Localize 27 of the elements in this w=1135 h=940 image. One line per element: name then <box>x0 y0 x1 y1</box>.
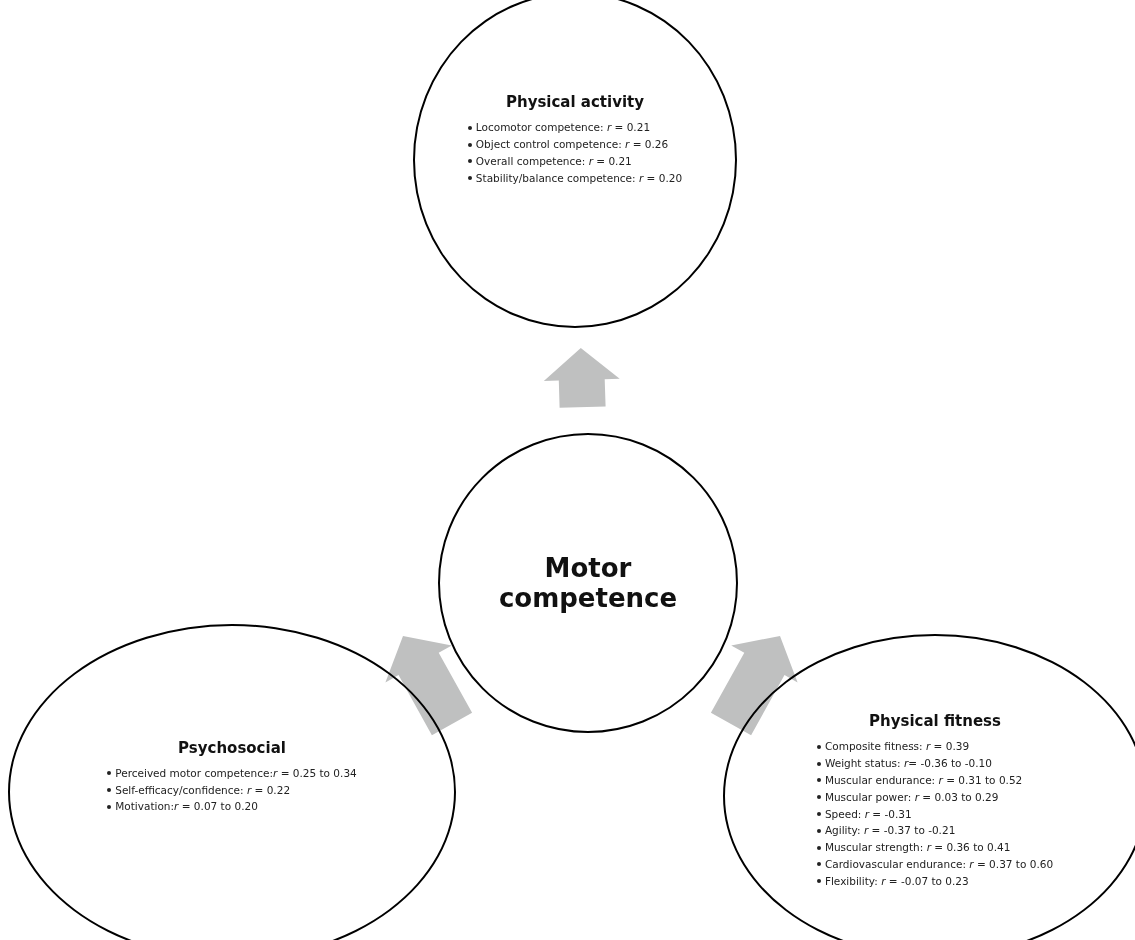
correlation-item: Flexibility: r = -0.07 to 0.23 <box>824 873 969 889</box>
node-heading: Psychosocial <box>178 738 286 757</box>
correlation-item: Stability/balance competence: r = 0.20 <box>475 170 683 186</box>
block-arrow <box>710 636 798 736</box>
correlation-item: Speed: r = -0.31 <box>824 806 912 822</box>
block-arrow <box>385 636 473 736</box>
center-circle <box>438 433 738 733</box>
correlation-item: Object control competence: r = 0.26 <box>475 137 669 153</box>
node-heading: Physical fitness <box>869 712 1001 731</box>
node-heading: Motor competence <box>498 553 678 613</box>
correlation-item: Cardiovascular endurance: r = 0.37 to 0.60 <box>824 857 1054 872</box>
block-arrow <box>543 347 620 408</box>
correlation-item: Locomotor competence: r = 0.21 <box>475 120 651 136</box>
correlation-item: Agility: r = -0.37 to -0.21 <box>824 823 956 839</box>
correlation-item: Overall competence: r = 0.21 <box>475 154 632 169</box>
correlation-item: Muscular endurance: r = 0.31 to 0.52 <box>824 773 1023 788</box>
correlation-item: Muscular power: r = 0.03 to 0.29 <box>824 789 999 805</box>
correlation-item: Composite fitness: r = 0.39 <box>824 739 970 755</box>
topic-ellipse <box>723 634 1135 940</box>
correlation-item: Perceived motor competence:r = 0.25 to 0.34 <box>115 765 357 781</box>
correlation-item: Muscular strength: r = 0.36 to 0.41 <box>824 840 1011 856</box>
correlation-item: Motivation:r = 0.07 to 0.20 <box>115 799 258 815</box>
correlation-item: Self-efficacy/confidence: r = 0.22 <box>115 782 291 798</box>
node-heading: Physical activity <box>505 93 645 112</box>
correlation-item: Weight status: r= -0.36 to -0.10 <box>824 756 992 772</box>
topic-ellipse <box>413 0 737 328</box>
topic-ellipse <box>8 624 456 940</box>
